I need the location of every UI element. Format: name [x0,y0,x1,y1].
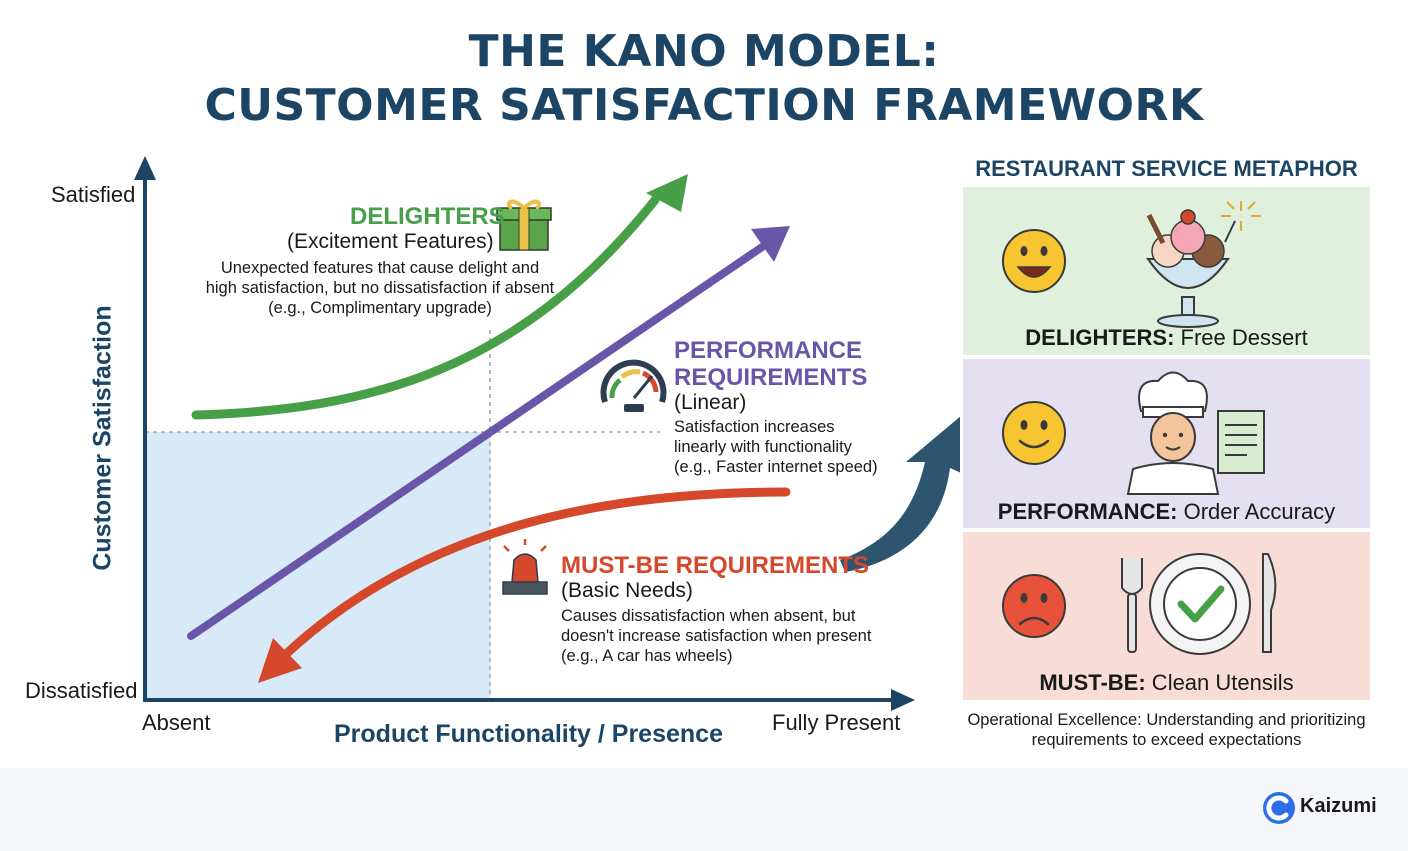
metaphor-label-delighters: DELIGHTERS: Free Dessert [963,325,1370,351]
performance-line [187,241,769,640]
delighters-desc-line-1: Unexpected features that cause delight a… [220,259,540,277]
x-axis-label: Product Functionality / Presence [334,720,723,748]
y-axis-arrowhead [134,156,156,180]
delighters-description: Unexpected features that cause delight a… [195,258,565,318]
smile-face-icon [1002,401,1066,465]
performance-desc-line-3: (e.g., Faster internet speed) [674,458,878,476]
metaphor-label-must-be: MUST-BE: Clean Utensils [963,670,1370,696]
y-axis-top-label: Satisfied [51,182,136,207]
performance-subtitle: (Linear) [674,391,747,414]
metaphor-title: RESTAURANT SERVICE METAPHOR [975,156,1358,181]
metaphor-label-performance: PERFORMANCE: Order Accuracy [963,499,1370,525]
performance-desc-line-1: Satisfaction increases [674,418,835,436]
must-be-title: MUST-BE REQUIREMENTS [561,552,870,579]
dissatisfaction-zone [145,432,490,700]
must-be-desc-line-3: (e.g., A car has wheels) [561,647,733,665]
delighters-title: DELIGHTERS [350,203,505,230]
performance-desc-line-2: linearly with functionality [674,438,852,456]
metaphor-panel-performance-art [1002,371,1265,495]
gift-icon [496,199,552,251]
performance-arrowhead [751,226,790,262]
metaphor-footnote-line-2: requirements to exceed expectations [1031,731,1302,749]
performance-title-line-1: PERFORMANCE [674,337,863,364]
must-be-arrowhead [258,638,302,683]
metaphor-label-performance-text: Order Accuracy [1177,499,1336,524]
must-be-desc-line-2: doesn't increase satisfaction when prese… [561,627,872,645]
footer-bar [0,768,1408,851]
sad-face-icon [1002,574,1066,638]
metaphor-label-must-be-text: Clean Utensils [1145,670,1294,695]
metaphor-panel-delighters: DELIGHTERS: Free Dessert [963,187,1370,355]
brand-name: Kaizumi [1300,795,1377,817]
x-axis-arrowhead [891,689,915,711]
metaphor-panel-must-be: MUST-BE: Clean Utensils [963,532,1370,700]
gauge-icon [600,359,667,412]
ice-cream-sundae-icon [1146,201,1261,328]
delighters-curve [191,195,660,420]
metaphor-panel-delighters-art [1002,201,1261,328]
metaphor-footnote-line-1: Operational Excellence: Understanding an… [967,711,1366,729]
metaphor-label-delighters-bold: DELIGHTERS: [1025,325,1175,350]
plate-utensils-icon [1121,553,1277,655]
y-axis-label: Customer Satisfaction [88,305,117,571]
delighters-desc-line-3: (e.g., Complimentary upgrade) [268,299,492,317]
must-be-desc-line-1: Causes dissatisfaction when absent, but [561,607,856,625]
siren-icon [502,539,548,595]
must-be-description: Causes dissatisfaction when absent, but … [561,606,871,666]
metaphor-panel-must-be-art [1002,553,1277,655]
performance-description: Satisfaction increases linearly with fun… [674,417,878,477]
performance-title-line-2: REQUIREMENTS [674,364,868,391]
delighters-arrowhead [646,174,688,212]
metaphor-connector-arrow [840,416,960,572]
chef-with-order-icon [1126,371,1265,495]
metaphor-label-delighters-text: Free Dessert [1174,325,1308,350]
must-be-curve [280,487,791,660]
kaizumi-logo-icon [1263,792,1295,824]
kano-diagram [134,156,960,711]
must-be-subtitle: (Basic Needs) [561,579,693,602]
metaphor-footnote: Operational Excellence: Understanding an… [963,710,1370,750]
page-title-line-2: CUSTOMER SATISFACTION FRAMEWORK [204,80,1204,131]
metaphor-panel-performance: PERFORMANCE: Order Accuracy [963,359,1370,528]
happy-face-icon [1002,229,1066,293]
metaphor-label-must-be-bold: MUST-BE: [1039,670,1146,695]
metaphor-label-performance-bold: PERFORMANCE: [997,499,1178,524]
delighters-desc-line-2: high satisfaction, but no dissatisfactio… [205,279,555,297]
delighters-subtitle: (Excitement Features) [287,230,494,253]
y-axis-bottom-label: Dissatisfied [25,678,138,703]
x-axis-left-label: Absent [142,710,211,735]
x-axis-right-label: Fully Present [772,710,901,735]
page-title-line-1: THE KANO MODEL: [468,26,940,77]
